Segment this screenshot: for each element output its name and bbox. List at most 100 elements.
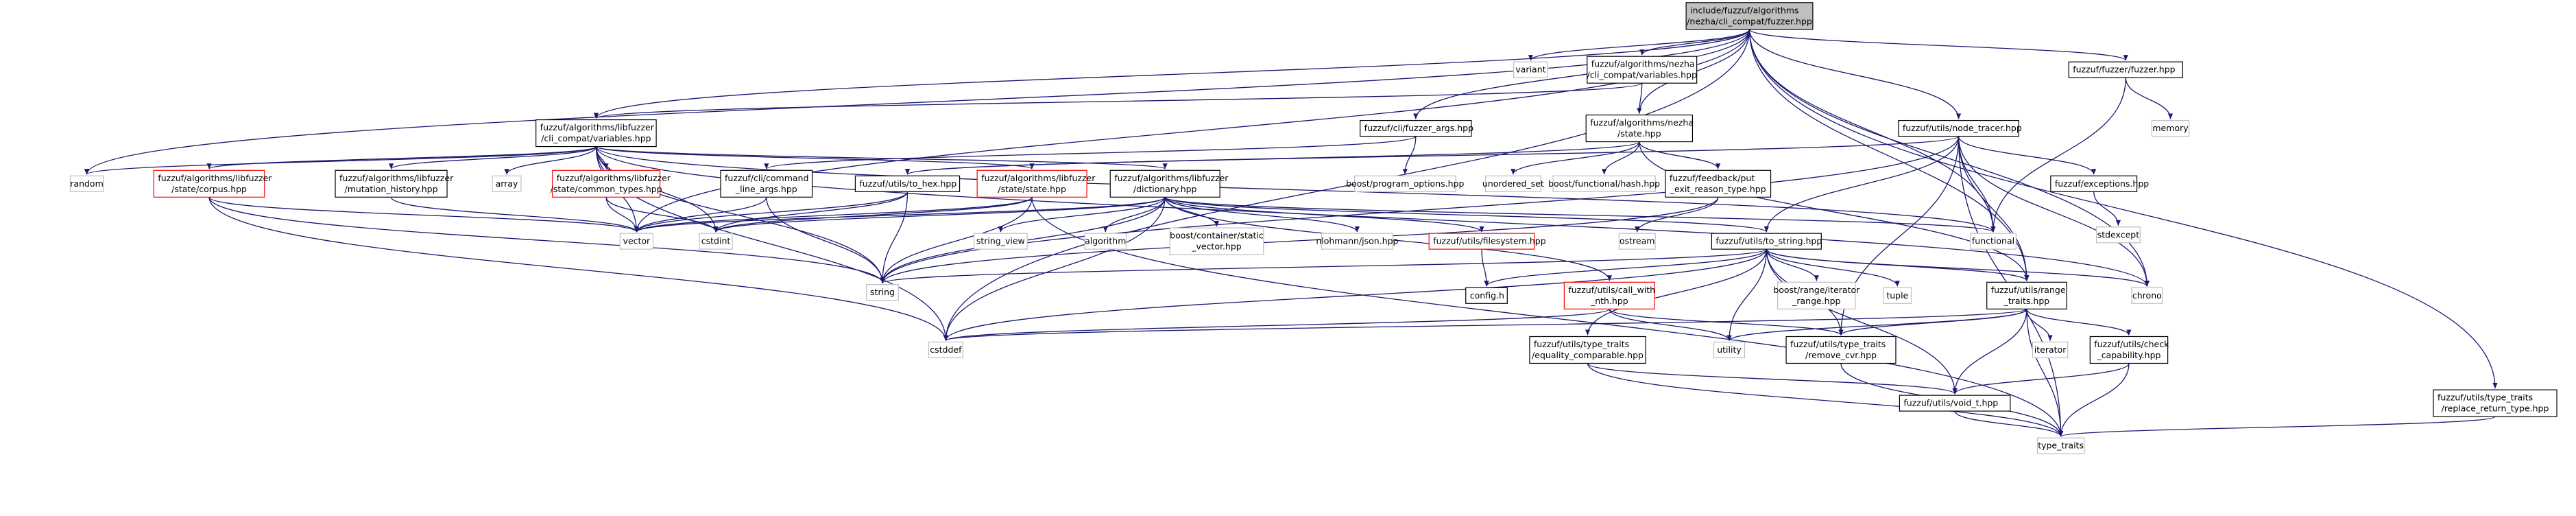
- node-box: [2068, 61, 2183, 78]
- edge-root-to-fuzzer_args: [1413, 29, 1750, 119]
- node-lf-corpus[interactable]: fuzzuf/algorithms/libfuzzer/state/corpus…: [153, 169, 272, 198]
- node-box: [1585, 114, 1694, 143]
- node-label: type_traits: [2038, 441, 2084, 451]
- node-box: [720, 169, 813, 198]
- node-label: fuzzuf/utils/to_hex.hpp: [859, 178, 956, 189]
- node-lf-mut-hist[interactable]: fuzzuf/algorithms/libfuzzer/mutation_his…: [335, 169, 454, 198]
- node-exceptions[interactable]: fuzzuf/exceptions.hpp: [2050, 175, 2149, 192]
- edge-lf_common_types-to-cstdint: [605, 197, 719, 233]
- node-utils-to-hex[interactable]: fuzzuf/utils/to_hex.hpp: [854, 175, 961, 192]
- edge-lf_state-to-string: [880, 197, 1033, 283]
- edges-layer: [84, 29, 2498, 437]
- node-nezha-vars[interactable]: fuzzuf/algorithms/nezha/cli_compat/varia…: [1587, 56, 1698, 84]
- node-fuzzer-hpp[interactable]: fuzzuf/fuzzer/fuzzer.hpp: [2068, 61, 2183, 78]
- node-label: cstddef: [930, 344, 962, 355]
- node-box: [1587, 56, 1698, 84]
- node-label: fuzzuf/utils/call_with: [1568, 285, 1655, 295]
- node-root[interactable]: include/fuzzuf/algorithms/nezha/cli_comp…: [1685, 2, 1814, 30]
- node-cstddef: cstddef: [928, 341, 963, 359]
- node-label: include/fuzzuf/algorithms: [1690, 5, 1798, 15]
- node-lf-dict[interactable]: fuzzuf/algorithms/libfuzzer/dictionary.h…: [1109, 169, 1229, 198]
- node-utility: utility: [1713, 341, 1746, 359]
- node-label: fuzzuf/algorithms/nezha: [1590, 117, 1694, 128]
- node-box: [2050, 175, 2138, 192]
- node-feedback-put[interactable]: fuzzuf/feedback/put_exit_reason_type.hpp: [1665, 169, 1772, 198]
- node-box: [973, 233, 1028, 250]
- node-box: [153, 169, 265, 198]
- edge-eq_comparable-to-void_t: [1587, 362, 1958, 395]
- node-label: string_view: [976, 236, 1025, 246]
- node-box: [535, 119, 657, 148]
- node-box: [1785, 336, 1897, 364]
- edge-to_string-to-config_h: [1484, 248, 1767, 287]
- node-lf-vars[interactable]: fuzzuf/algorithms/libfuzzer/cli_compat/v…: [535, 119, 657, 148]
- node-box: [2433, 389, 2557, 417]
- node-utils-fs[interactable]: fuzzuf/utils/filesystem.hpp: [1428, 233, 1546, 250]
- edge-nezha_state-to-boost_hash: [1602, 141, 1640, 175]
- node-label: /remove_cvr.hpp: [1805, 350, 1877, 360]
- edge-lf_dict-to-algorithm: [1103, 197, 1166, 233]
- edge-call_with_nth-to-cstddef: [943, 308, 1610, 342]
- node-label: fuzzuf/algorithms/libfuzzer: [339, 173, 454, 183]
- edge-exceptions-to-stdexcept: [2093, 191, 2121, 226]
- edge-check_cap-to-type_traits: [2058, 363, 2130, 437]
- node-replace-ret[interactable]: fuzzuf/utils/type_traits/replace_return_…: [2433, 389, 2557, 417]
- node-label: fuzzuf/utils/type_traits: [1790, 339, 1886, 349]
- node-void-t[interactable]: fuzzuf/utils/void_t.hpp: [1899, 395, 2011, 412]
- node-fuzzer-args[interactable]: fuzzuf/cli/fuzzer_args.hpp: [1360, 119, 1473, 137]
- node-box: [1685, 2, 1814, 30]
- node-boost-static-vec: boost/container/static_vector.hpp: [1169, 227, 1264, 255]
- node-box: [1428, 233, 1535, 250]
- node-box: [1513, 61, 1548, 78]
- node-label: nlohmann/json.hpp: [1316, 236, 1398, 246]
- node-label: fuzzuf/cli/fuzzer_args.hpp: [1364, 123, 1473, 133]
- node-label: /state.hpp: [1617, 128, 1661, 139]
- node-box: [1970, 233, 2017, 250]
- node-nezha-state[interactable]: fuzzuf/algorithms/nezha/state.hpp: [1585, 114, 1694, 143]
- edge-nezha_vars-to-lf_vars: [594, 82, 1643, 119]
- edge-lf_vars-to-lf_state: [595, 145, 1035, 169]
- node-box: [1777, 281, 1856, 309]
- node-iterator: iterator: [2032, 341, 2069, 359]
- edge-cli_cmd_line-to-string: [766, 197, 885, 283]
- node-config-h[interactable]: config.h: [1465, 287, 1508, 304]
- node-to-string[interactable]: fuzzuf/utils/to_string.hpp: [1711, 233, 1822, 250]
- node-cli-cmd-line[interactable]: fuzzuf/cli/command_line_args.hpp: [720, 169, 813, 198]
- node-box: [2131, 287, 2163, 304]
- node-label: functional: [1972, 236, 2014, 246]
- edge-range_traits-to-check_cap: [2026, 309, 2132, 336]
- node-box: [2096, 226, 2141, 244]
- edge-fuzzer_args-to-cli_cmd_line: [764, 135, 1417, 169]
- node-label: _nth.hpp: [1590, 296, 1628, 306]
- node-range-traits[interactable]: fuzzuf/utils/range_traits.hpp: [1986, 281, 2067, 309]
- edge-lf_vars-to-array: [504, 146, 597, 175]
- node-box: [1665, 169, 1772, 198]
- node-label: array: [496, 178, 518, 189]
- nodes-layer: include/fuzzuf/algorithms/nezha/cli_comp…: [69, 2, 2557, 454]
- node-box: [2089, 336, 2169, 364]
- node-box: [1899, 395, 2011, 412]
- edge-utils_to_hex-to-cstdint: [713, 191, 908, 233]
- node-tuple: tuple: [1883, 287, 1912, 304]
- node-box: [619, 233, 654, 250]
- node-label: _traits.hpp: [2003, 296, 2050, 306]
- node-boost-range-iter: boost/range/iterator_range.hpp: [1773, 281, 1860, 309]
- node-node-tracer[interactable]: fuzzuf/utils/node_tracer.hpp: [1898, 119, 2022, 137]
- edge-fuzzer_hpp-to-functional: [1990, 78, 2126, 233]
- node-string: string: [866, 284, 899, 301]
- node-call-with-nth[interactable]: fuzzuf/utils/call_with_nth.hpp: [1563, 281, 1655, 309]
- node-lf-common-types[interactable]: fuzzuf/algorithms/libfuzzer/state/common…: [551, 169, 671, 198]
- node-eq-comparable[interactable]: fuzzuf/utils/type_traits/equality_compar…: [1529, 336, 1646, 364]
- node-label: fuzzuf/utils/node_tracer.hpp: [1903, 123, 2022, 133]
- edge-root-to-lf_vars: [594, 29, 1750, 119]
- edge-replace_ret-to-type_traits: [2058, 416, 2496, 437]
- node-cstdint: cstdint: [699, 233, 733, 250]
- edge-to_string-to-utility: [1726, 249, 1767, 341]
- node-remove-cvr[interactable]: fuzzuf/utils/type_traits/remove_cvr.hpp: [1785, 336, 1897, 364]
- node-random: random: [69, 175, 104, 192]
- node-array: array: [492, 175, 522, 192]
- edge-range_traits-to-type_traits: [2026, 309, 2064, 437]
- node-lf-state[interactable]: fuzzuf/algorithms/libfuzzer/state/state.…: [976, 169, 1096, 198]
- node-check-cap[interactable]: fuzzuf/utils/check_capability.hpp: [2089, 336, 2169, 364]
- node-label: config.h: [1470, 290, 1504, 301]
